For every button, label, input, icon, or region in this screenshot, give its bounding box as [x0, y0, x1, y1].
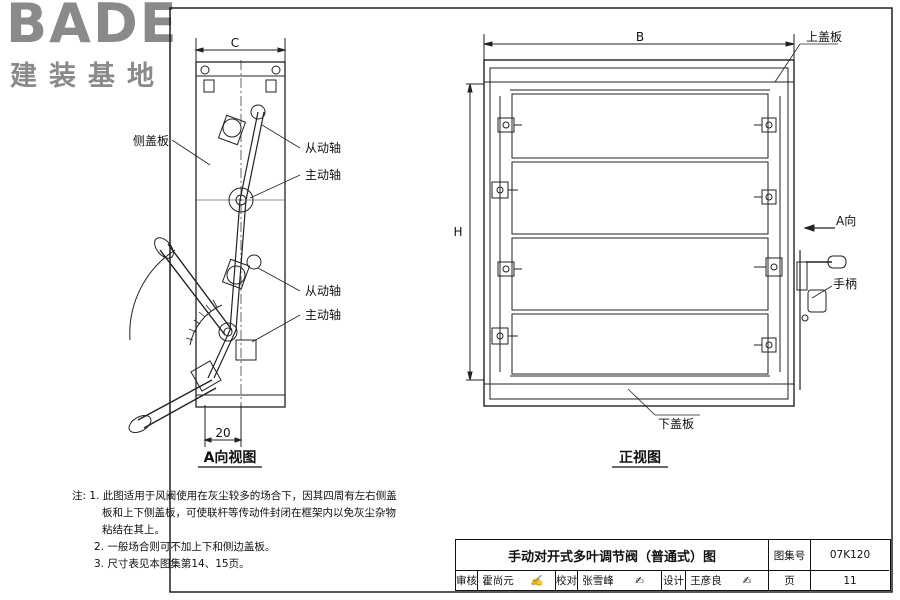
- designer-signature: ✍: [726, 571, 769, 590]
- driven-shaft-label-1: 从动轴: [305, 140, 341, 155]
- note-2: 2. 一般场合则可不加上下和侧边盖板。: [94, 541, 276, 553]
- blade-1: [511, 93, 769, 159]
- logo-subtitle: 建装基地: [10, 61, 166, 92]
- side-view-caption: A向视图: [204, 449, 257, 466]
- handle-label: 手柄: [833, 277, 857, 291]
- dim-b-label: B: [636, 30, 644, 44]
- notes: 注: 1. 此图适用于风阀使用在灰尘较多的场合下，因其四周有左右侧盖 板和上下侧…: [72, 488, 452, 573]
- front-frame: [483, 59, 795, 407]
- dim-h-label: H: [453, 225, 462, 239]
- designer-name: 王彦良: [690, 575, 722, 587]
- right-axles: [754, 117, 783, 353]
- side-view: [128, 38, 301, 447]
- review-label: 审核: [456, 571, 478, 590]
- bade-logo: BADE 建装基地: [0, 0, 180, 92]
- checker-name: 张雪峰: [582, 575, 614, 587]
- page-number: 11: [843, 574, 857, 587]
- note-1-line-1: 1. 此图适用于风阀使用在灰尘较多的场合下，因其四周有左右侧盖: [89, 490, 397, 502]
- drawing-title: 手动对开式多叶调节阀（普通式）图: [456, 540, 769, 571]
- logo-brand: BADE: [6, 0, 179, 55]
- title-block: 手动对开式多叶调节阀（普通式）图 图集号 07K120 审核 霍尚元 ✍ 校对 …: [455, 539, 891, 591]
- side-cover-label: 侧盖板: [133, 134, 169, 148]
- left-axles: [491, 117, 522, 345]
- driven-shaft-label-2: 从动轴: [305, 283, 341, 298]
- check-label: 校对: [556, 571, 578, 590]
- reviewer-name: 霍尚元: [482, 575, 514, 587]
- reviewer-signature: ✍: [518, 571, 556, 590]
- atlas-number: 07K120: [811, 540, 889, 571]
- top-cover-label: 上盖板: [806, 30, 842, 44]
- dim-c-label: C: [231, 36, 239, 50]
- sheet-border: [169, 7, 893, 593]
- checker-signature: ✍: [618, 571, 662, 590]
- front-view-caption: 正视图: [619, 449, 661, 466]
- drive-shaft-label-2: 主动轴: [305, 307, 341, 322]
- blade-3: [511, 237, 769, 311]
- bottom-cover-label: 下盖板: [658, 417, 694, 431]
- page-label: 页: [769, 571, 811, 590]
- note-3: 3. 尺寸表见本图集第14、15页。: [94, 558, 250, 570]
- a-direction-label: A向: [836, 213, 856, 228]
- dim-20-label: 20: [215, 426, 230, 440]
- atlas-label: 图集号: [769, 540, 811, 571]
- note-1-line-2: 板和上下侧盖板，可使联杆等传动件封闭在框架内以免灰尘杂物: [102, 507, 396, 519]
- side-frame: [195, 61, 286, 408]
- note-1-line-3: 粘结在其上。: [102, 524, 165, 536]
- front-view: [466, 34, 847, 416]
- design-label: 设计: [662, 571, 686, 590]
- drive-shaft-label-1: 主动轴: [305, 167, 341, 182]
- notes-prefix: 注:: [72, 490, 87, 502]
- blade-2: [511, 161, 769, 235]
- blade-4: [511, 313, 769, 375]
